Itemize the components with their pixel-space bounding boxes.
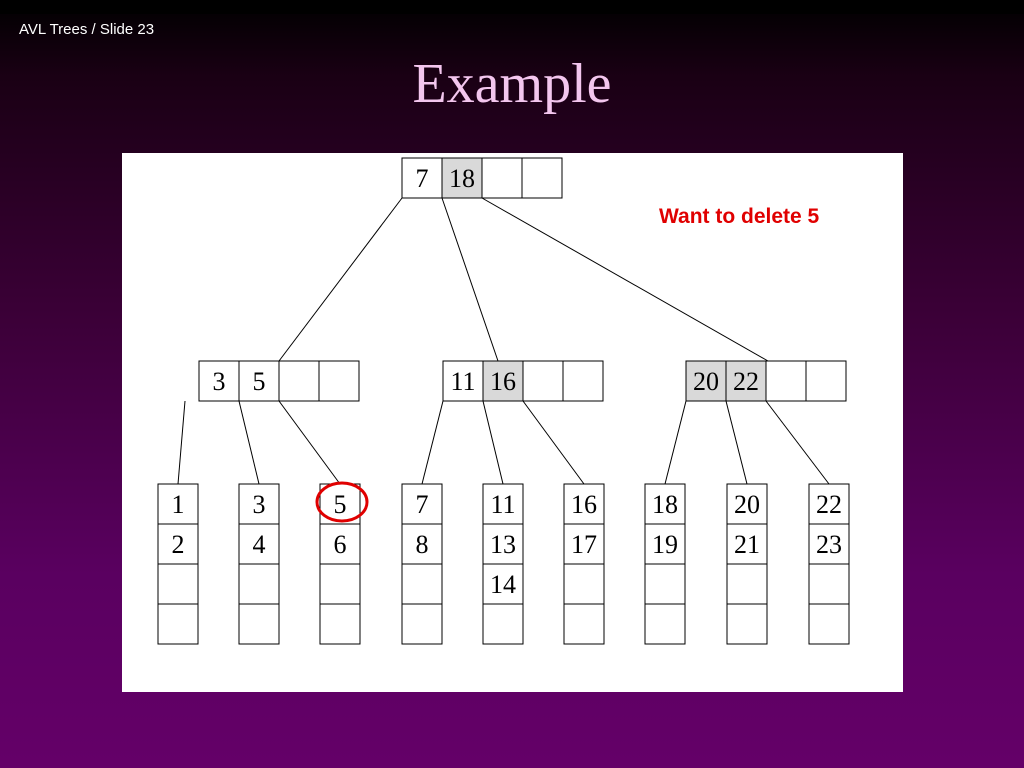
- edge-root-internal-2: [481, 197, 769, 362]
- leaf-0-cell-0-key: 1: [172, 490, 185, 519]
- leaf-4-cell-1-key: 13: [490, 530, 516, 559]
- leaf-6-cell-1-box: [644, 523, 686, 565]
- leaf-2-cell-3-box: [319, 603, 361, 645]
- leaf-0-cell-1-box: [157, 523, 199, 565]
- edge-root-internal-1: [441, 197, 499, 362]
- leaf-8-cell-0-box: [808, 483, 850, 525]
- leaf-1-cell-0-key: 3: [253, 490, 266, 519]
- edge-int2-leaf7: [725, 400, 748, 485]
- internal-node-0-cell-0-box: [198, 360, 240, 402]
- internal-node-2-cell-2-box: [765, 360, 807, 402]
- internal-node-2-cell-0-key: 20: [693, 367, 719, 396]
- leaf-6-cell-0-box: [644, 483, 686, 525]
- leaf-3-cell-1-box: [401, 523, 443, 565]
- leaf-8-cell-1-key: 23: [816, 530, 842, 559]
- root-node-cell-3-box: [521, 157, 563, 199]
- leaf-6-cell-3-box: [644, 603, 686, 645]
- internal-node-0-cell-0-key: 3: [213, 367, 226, 396]
- leaf-4-cell-3-box: [482, 603, 524, 645]
- leaf-0-cell-0-box: [157, 483, 199, 525]
- root-node-cell-2-box: [481, 157, 523, 199]
- edge-int0-leaf1: [238, 400, 260, 485]
- top-bar: [0, 0, 1024, 14]
- leaf-6-cell-0-key: 18: [652, 490, 678, 519]
- leaf-8-cell-2-box: [808, 563, 850, 605]
- highlight-circle: [315, 481, 369, 523]
- leaf-7-cell-2-box: [726, 563, 768, 605]
- leaf-0-cell-1-key: 2: [172, 530, 185, 559]
- internal-node-1-cell-1-key: 16: [490, 367, 516, 396]
- leaf-2-cell-2-box: [319, 563, 361, 605]
- leaf-2-cell-1-box: [319, 523, 361, 565]
- root-node-cell-0-key: 7: [416, 164, 429, 193]
- leaf-1-cell-2-box: [238, 563, 280, 605]
- leaf-5-cell-1-key: 17: [571, 530, 597, 559]
- leaf-5-cell-1-box: [563, 523, 605, 565]
- internal-node-2-cell-3-box: [805, 360, 847, 402]
- leaf-3-cell-1-key: 8: [416, 530, 429, 559]
- leaf-2-cell-1-key: 6: [334, 530, 347, 559]
- leaf-4-cell-0-box: [482, 483, 524, 525]
- edge-int1-leaf5: [522, 400, 585, 485]
- leaf-0-cell-3-box: [157, 603, 199, 645]
- internal-node-0-cell-3-box: [318, 360, 360, 402]
- leaf-7-cell-3-box: [726, 603, 768, 645]
- edge-int1-leaf3: [421, 400, 444, 485]
- leaf-1-cell-1-box: [238, 523, 280, 565]
- slide-title: Example: [412, 53, 612, 115]
- leaf-5-cell-3-box: [563, 603, 605, 645]
- edge-root-internal-0: [278, 197, 403, 362]
- leaf-3-cell-3-box: [401, 603, 443, 645]
- slide-label: AVL Trees / Slide 23: [19, 21, 155, 38]
- root-node-cell-1-key: 18: [449, 164, 475, 193]
- annotation-text: Want to delete 5: [659, 205, 820, 228]
- leaf-7-cell-1-key: 21: [734, 530, 760, 559]
- leaf-5-cell-2-box: [563, 563, 605, 605]
- leaf-4-cell-0-key: 11: [490, 490, 515, 519]
- leaf-5-cell-0-key: 16: [571, 490, 597, 519]
- leaf-6-cell-1-key: 19: [652, 530, 678, 559]
- internal-node-2-cell-1-key: 22: [733, 367, 759, 396]
- edge-int2-leaf8: [765, 400, 830, 485]
- leaf-4-cell-2-box: [482, 563, 524, 605]
- leaf-7-cell-0-key: 20: [734, 490, 760, 519]
- internal-node-1-cell-2-box: [522, 360, 564, 402]
- internal-node-0-cell-1-key: 5: [253, 367, 266, 396]
- leaf-6-cell-2-box: [644, 563, 686, 605]
- leaf-8-cell-3-box: [808, 603, 850, 645]
- edge-int0-leaf2: [278, 400, 341, 485]
- leaf-2-cell-0-key: 5: [334, 490, 347, 519]
- leaf-1-cell-1-key: 4: [253, 530, 266, 559]
- leaf-3-cell-0-key: 7: [416, 490, 429, 519]
- leaf-7-cell-1-box: [726, 523, 768, 565]
- edge-int2-leaf6: [664, 400, 687, 485]
- leaf-8-cell-0-key: 22: [816, 490, 842, 519]
- root-node-cell-1-box: [441, 157, 483, 199]
- edge-int0-leaf0: [177, 400, 186, 485]
- edge-int1-leaf4: [482, 400, 504, 485]
- leaf-3-cell-2-box: [401, 563, 443, 605]
- internal-node-1-cell-3-box: [562, 360, 604, 402]
- leaf-4-cell-1-box: [482, 523, 524, 565]
- leaf-0-cell-2-box: [157, 563, 199, 605]
- leaf-7-cell-0-box: [726, 483, 768, 525]
- leaf-1-cell-0-box: [238, 483, 280, 525]
- internal-node-0-cell-2-box: [278, 360, 320, 402]
- leaf-1-cell-3-box: [238, 603, 280, 645]
- internal-node-1-cell-0-key: 11: [450, 367, 475, 396]
- leaf-4-cell-2-key: 14: [490, 570, 516, 599]
- leaf-3-cell-0-box: [401, 483, 443, 525]
